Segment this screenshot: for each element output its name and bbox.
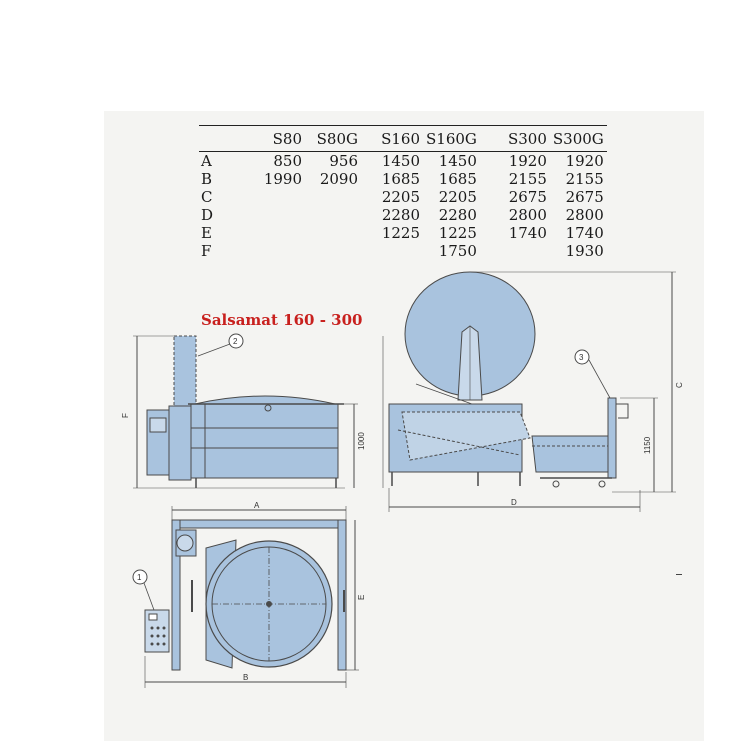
table-cell: 2800 xyxy=(565,206,604,224)
table-cell: 2675 xyxy=(565,188,604,206)
row-label: B xyxy=(201,170,213,188)
row-label: F xyxy=(201,242,212,260)
margin-tick xyxy=(676,574,682,575)
table-cell: 1920 xyxy=(565,152,604,170)
table-row: B 1990 2090 1685 1685 2155 2155 xyxy=(199,170,607,188)
table-cell: 2205 xyxy=(381,188,420,206)
table-cell: 1990 xyxy=(263,170,302,188)
table-cell: 1920 xyxy=(508,152,547,170)
page-title: Salsamat 160 - 300 xyxy=(201,311,363,329)
col-header: S160G xyxy=(423,125,480,152)
table-cell: 2280 xyxy=(381,206,420,224)
dimension-label-d: D xyxy=(511,498,517,507)
table-cell: 956 xyxy=(329,152,358,170)
kettle-body xyxy=(190,403,339,479)
table-cell: 1685 xyxy=(381,170,420,188)
col-header: S80G xyxy=(305,125,361,152)
tilt-arm xyxy=(415,383,473,405)
frame-column xyxy=(168,405,192,481)
table-cell: 2155 xyxy=(508,170,547,188)
col-header: S80 xyxy=(243,125,305,152)
callout-number: 2 xyxy=(233,337,238,346)
frame-top-bar xyxy=(171,519,347,529)
table-cell: 1450 xyxy=(438,152,477,170)
table-cell: 1450 xyxy=(381,152,420,170)
header-corner xyxy=(199,125,243,152)
dimension-label-b: B xyxy=(243,673,248,682)
trolley-bin xyxy=(531,435,613,473)
row-label: D xyxy=(201,206,214,224)
trolley-handle xyxy=(616,403,629,419)
table-cell: 850 xyxy=(273,152,302,170)
table-cell: 1225 xyxy=(438,224,477,242)
table-cell: 2675 xyxy=(508,188,547,206)
callout-leader xyxy=(588,359,611,399)
dimension-label-a: A xyxy=(254,501,260,510)
table-cell: 1740 xyxy=(508,224,547,242)
callout-leader xyxy=(197,343,231,357)
lid-knob xyxy=(264,404,272,412)
trolley-mast xyxy=(607,397,617,479)
col-header: S300 xyxy=(479,125,550,152)
table-row: A 850 956 1450 1450 1920 1920 xyxy=(199,152,607,171)
control-panel xyxy=(149,417,167,433)
dimension-value-height: 1000 xyxy=(357,432,366,450)
table-row: F 1750 1930 xyxy=(199,242,607,260)
callout-number: 1 xyxy=(137,573,142,582)
trolley-wheel xyxy=(552,480,560,488)
dimension-label-e: E xyxy=(357,595,366,600)
table-cell: 1225 xyxy=(381,224,420,242)
table-row: D 2280 2280 2800 2800 xyxy=(199,206,607,224)
motor-cover xyxy=(176,534,194,552)
dimensions-table: S80 S80G S160 S160G S300 S300G A 850 956… xyxy=(199,125,607,260)
table-cell: 2155 xyxy=(565,170,604,188)
kettle-lid xyxy=(194,395,336,405)
table-cell: 2800 xyxy=(508,206,547,224)
frame-right-bar xyxy=(337,519,347,671)
side-view xyxy=(133,333,358,489)
col-header: S300G xyxy=(549,125,607,152)
table-cell: 2205 xyxy=(438,188,477,206)
control-display xyxy=(148,613,158,621)
tilted-kettle-outline xyxy=(401,411,531,461)
tilt-line xyxy=(397,429,521,456)
row-label: E xyxy=(201,224,212,242)
table-cell: 1750 xyxy=(438,242,477,260)
trolley-wheel xyxy=(598,480,606,488)
dimension-label-c: C xyxy=(675,382,684,388)
table-cell: 1740 xyxy=(565,224,604,242)
callout-number: 3 xyxy=(579,353,584,362)
table-cell: 1930 xyxy=(565,242,604,260)
plan-view xyxy=(132,506,359,688)
control-buttons xyxy=(150,626,166,646)
dimensions-header-row: S80 S80G S160 S160G S300 S300G xyxy=(199,125,607,152)
col-header: S160 xyxy=(361,125,423,152)
table-row: E 1225 1225 1740 1740 xyxy=(199,224,607,242)
table-cell: 1685 xyxy=(438,170,477,188)
dimension-value-trolley: 1150 xyxy=(643,436,652,454)
row-label: A xyxy=(201,152,212,170)
front-view xyxy=(382,271,676,512)
table-cell: 2090 xyxy=(319,170,358,188)
callout-circle xyxy=(228,333,244,349)
callout-circle xyxy=(574,349,590,365)
dimension-label-f: F xyxy=(121,413,130,418)
row-label: C xyxy=(201,188,213,206)
callout-circle xyxy=(132,569,148,585)
kettle-center xyxy=(266,601,272,607)
table-cell: 2280 xyxy=(438,206,477,224)
callout-leader xyxy=(143,582,155,611)
raised-lid-outline xyxy=(173,335,197,407)
frame-left-bar xyxy=(171,519,181,671)
table-row: C 2205 2205 2675 2675 xyxy=(199,188,607,206)
